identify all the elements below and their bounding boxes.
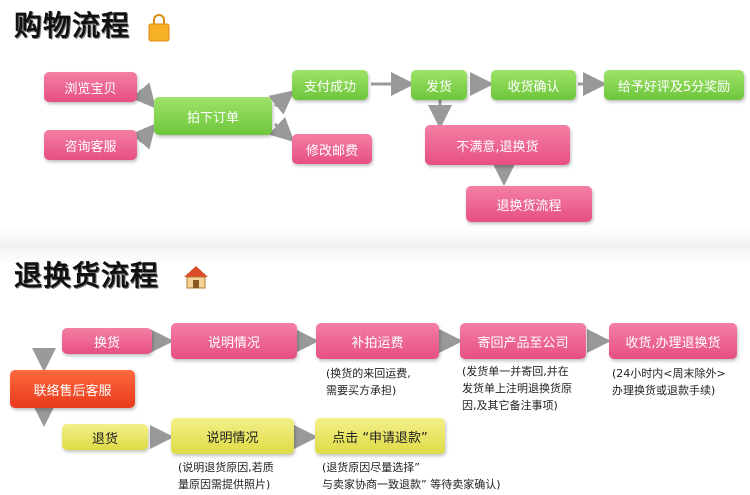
note-click-refund: (退货原因尽量选择” 与卖家协商一致退款” 等待卖家确认) xyxy=(322,459,501,493)
arrow-consult-order xyxy=(131,123,156,150)
node-pay: 支付成功 xyxy=(292,70,368,100)
section-divider xyxy=(0,228,750,264)
node-postage: 补拍运费 xyxy=(316,323,439,359)
returns-flow-title: 退换货流程 xyxy=(14,259,160,292)
node-exchange: 换货 xyxy=(62,328,152,354)
note-mail-back: (发货单一并寄回,并在 发货单上注明退换货原 因,及其它备注事项) xyxy=(462,363,572,414)
node-ship: 发货 xyxy=(411,70,467,100)
node-modify: 修改邮费 xyxy=(292,134,372,164)
node-browse: 浏览宝贝 xyxy=(44,72,137,102)
note-mail-line3: 因,及其它备注事项) xyxy=(462,399,558,412)
node-return-flow: 退换货流程 xyxy=(466,186,592,222)
note-receive-line1: (24小时内<周末除外> xyxy=(612,367,726,380)
shopping-flow-title: 购物流程 xyxy=(14,9,131,42)
note-mail-line1: (发货单一并寄回,并在 xyxy=(462,365,569,378)
node-rate: 给予好评及5分奖励 xyxy=(604,70,744,100)
note-refund-line1: (退货原因尽量选择” xyxy=(322,461,420,474)
node-order: 拍下订单 xyxy=(154,97,272,135)
note-explain-refund: (说明退货原因,若质 量原因需提供照片) xyxy=(178,459,274,493)
note-mail-line2: 发货单上注明退换货原 xyxy=(462,382,572,395)
node-receive: 收货,办理退换货 xyxy=(609,323,737,359)
node-consult: 咨询客服 xyxy=(44,130,137,160)
node-explain-exchange: 说明情况 xyxy=(171,323,297,359)
node-explain-refund: 说明情况 xyxy=(171,418,294,454)
node-refund: 退货 xyxy=(62,424,148,450)
note-refund-line2: 与卖家协商一致退款” 等待卖家确认) xyxy=(322,478,501,491)
node-contact-service: 联络售后客服 xyxy=(10,370,135,408)
house-icon xyxy=(183,264,209,294)
node-click-refund: 点击 “申请退款” xyxy=(315,418,445,454)
note-postage: (换货的来回运费, 需要买方承担) xyxy=(326,365,411,399)
arrow-browse-order xyxy=(131,82,156,109)
arrow-order-modify xyxy=(268,116,295,143)
note-explain2-line2: 量原因需提供照片) xyxy=(178,478,271,491)
shopping-bag-icon xyxy=(148,14,170,46)
note-receive-line2: 办理换货或退款手续) xyxy=(612,384,716,397)
node-mail-back: 寄回产品至公司 xyxy=(460,323,586,359)
note-receive: (24小时内<周末除外> 办理换货或退款手续) xyxy=(612,365,726,399)
note-explain2-line1: (说明退货原因,若质 xyxy=(178,461,274,474)
node-unsatisfied: 不满意,退换货 xyxy=(425,125,570,165)
note-postage-line1: (换货的来回运费, xyxy=(326,367,411,380)
arrow-order-pay xyxy=(268,90,295,115)
node-confirm: 收货确认 xyxy=(491,70,576,100)
note-postage-line2: 需要买方承担) xyxy=(326,384,397,397)
